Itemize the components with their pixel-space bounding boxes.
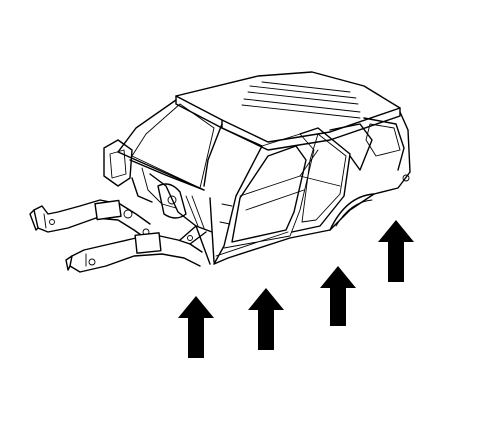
lift-point-arrow-3 <box>320 266 356 326</box>
front-frame-rail-upper <box>29 199 151 241</box>
lift-point-arrow-4 <box>378 220 414 282</box>
floor-pan <box>239 149 341 211</box>
lift-point-arrow-1 <box>178 296 214 358</box>
front-frame-rail-lower <box>65 225 207 273</box>
front-structure <box>103 139 213 265</box>
rear-quarter-panel <box>329 111 411 231</box>
windshield-frame <box>117 99 223 191</box>
lift-point-arrow-2 <box>248 288 284 350</box>
front-door-opening <box>209 127 315 265</box>
roof-panel <box>175 71 401 151</box>
rocker-sill <box>213 229 331 265</box>
rear-door-opening <box>291 123 373 233</box>
